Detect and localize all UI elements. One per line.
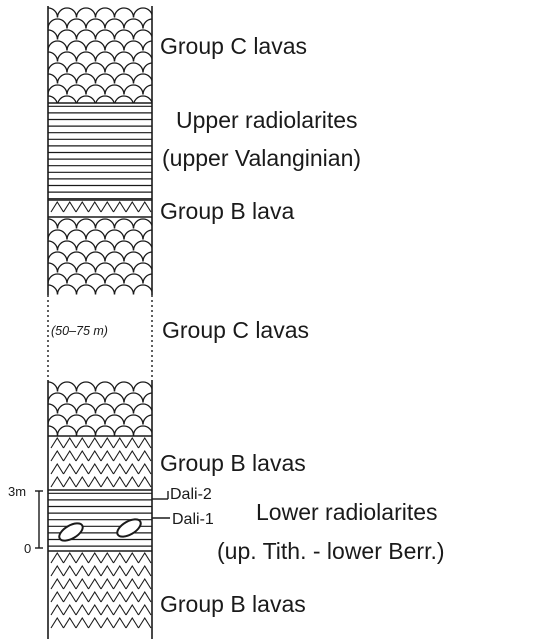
- unit-boundaries: [48, 102, 152, 552]
- group-b-lavas-label-lower: Group B lavas: [160, 591, 306, 617]
- chert-nodule-right: [116, 518, 142, 538]
- unexposed-gap-unit: [47, 295, 153, 380]
- group-b-lava-unit: [50, 200, 152, 213]
- upper-radiolarites-label: Upper radiolarites: [176, 107, 358, 133]
- upper-valanginian-label: (upper Valanginian): [162, 145, 361, 171]
- scale-bar: [35, 490, 43, 549]
- group-b-lavas-lower-unit: [50, 551, 152, 629]
- column-outline: [47, 6, 153, 639]
- group-c-lavas-label-middle: Group C lavas: [162, 317, 309, 343]
- lower-radiolarites-age-label: (up. Tith. - lower Berr.): [217, 538, 445, 564]
- group-b-lavas-upper-unit: [50, 436, 152, 488]
- sample-dali-2-marker: Dali-2: [152, 486, 212, 503]
- group-c-lavas-middle-unit: [48, 218, 152, 295]
- sample-dali-1-label: Dali-1: [172, 511, 214, 528]
- lower-radiolarites-unit: [48, 492, 152, 547]
- lower-radiolarites-label: Lower radiolarites: [256, 499, 438, 525]
- sample-dali-1-marker: Dali-1: [152, 511, 214, 528]
- group-c-lavas-lower-unit: [48, 381, 152, 436]
- group-b-lavas-label-upper: Group B lavas: [160, 450, 306, 476]
- group-c-lavas-label-top: Group C lavas: [160, 33, 307, 59]
- gap-thickness-note: (50–75 m): [51, 324, 108, 338]
- scale-bar-top-label: 3m: [8, 484, 26, 499]
- chert-nodule-left: [58, 522, 84, 542]
- scale-bar-bottom-label: 0: [24, 541, 31, 556]
- sample-dali-2-label: Dali-2: [170, 486, 212, 503]
- upper-radiolarites-unit: [48, 105, 152, 200]
- group-b-lava-label: Group B lava: [160, 198, 294, 224]
